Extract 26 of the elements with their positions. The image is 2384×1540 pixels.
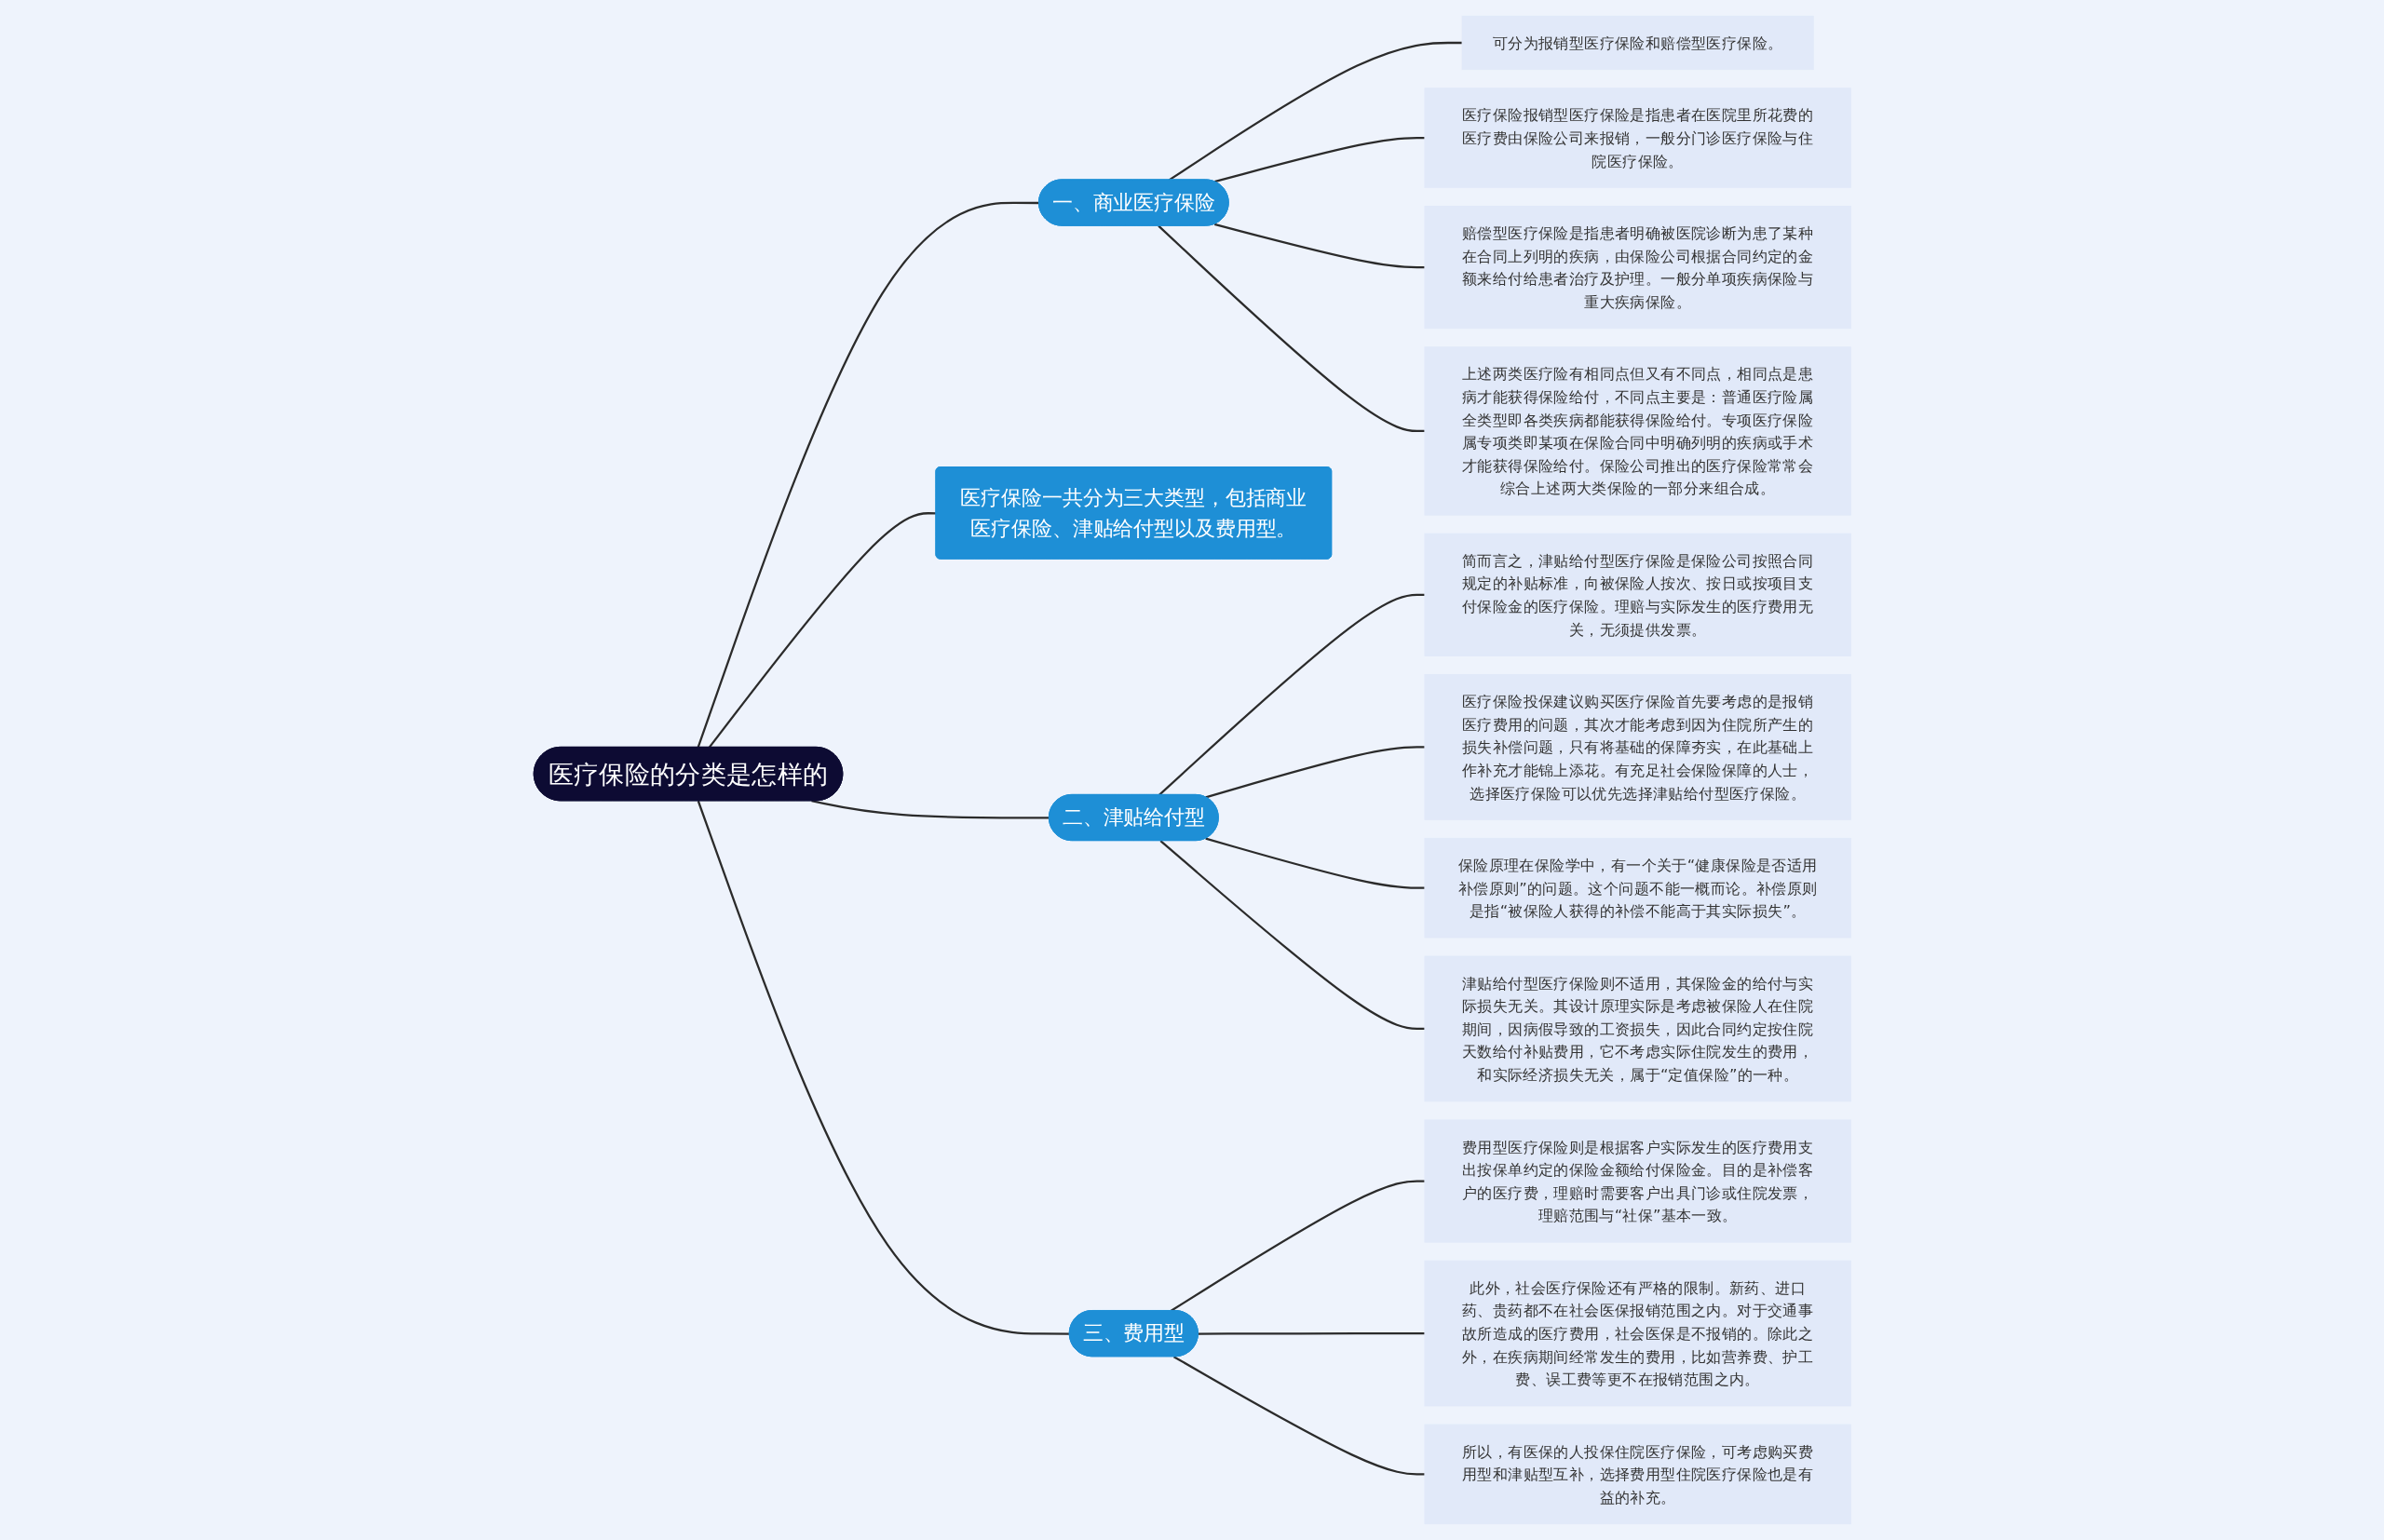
node-box: 简而言之，津贴给付型医疗保险是保险公司按照合同规定的补贴标准，向被保险人按次、按日或按项目支付保险金的医疗保险。理赔与实际发生的医疗费用无关，无须提供发票。 <box>1424 533 1851 656</box>
connector <box>810 800 1050 819</box>
connector <box>1168 41 1462 182</box>
connector <box>1170 1180 1425 1312</box>
connector <box>708 512 937 749</box>
node-box: 所以，有医保的人投保住院医疗保险，可考虑购买费用型和津贴型互补，选择费用型住院医疗保险也是有益的补充。 <box>1424 1424 1851 1525</box>
connector <box>1158 224 1425 433</box>
node-box: 上述两类医疗险有相同点但又有不同点，相同点是患病才能获得保险给付，不同点主要是：普通医疗险属全类型即各类疾病都能获得保险给付。专项医疗保险属专项类即某项在保险合同中明确列明的疾病或手术才能获得保险给付。保险公司推出的医疗保险常常会综合上述两大类保险的一部分来组合成。 <box>1424 346 1851 516</box>
connector <box>1213 136 1425 183</box>
node-box: 医疗保险投保建议购买医疗保险首先要考虑的是报销医疗费用的问题，其次才能考虑到因为住院所产生的损失补偿问题，只有将基础的保障夯实，在此基础上作补充才能锦上添花。有充足社会保险保障的人士，选择医疗保险可以优先选择津贴给付型医疗保险。 <box>1424 674 1851 820</box>
connector <box>697 201 1039 749</box>
node-box: 可分为报销型医疗保险和赔偿型医疗保险。 <box>1461 15 1814 71</box>
connector <box>1172 1356 1425 1476</box>
connector <box>1159 840 1425 1031</box>
node-box: 津贴给付型医疗保险则不适用，其保险金的给付与实际损失无关。其设计原理实际是考虑被保险人在住院期间，因病假导致的工资损失，因此合同约定按住院天数给付补贴费用，它不考虑实际住院发生的费用，和实际经济损失无关，属于“定值保险”的一种。 <box>1424 955 1851 1102</box>
connector <box>1205 746 1425 799</box>
connector <box>1158 593 1425 796</box>
node-box: 保险原理在保险学中，有一个关于“健康保险是否适用补偿原则”的问题。这个问题不能一概而论。补偿原则是指“被保险人获得的补偿不能高于其实际损失”。 <box>1424 837 1851 939</box>
node-box: 医疗保险报销型医疗保险是指患者在医院里所花费的医疗费由保险公司来报销，一般分门诊医疗保险与住院医疗保险。 <box>1424 88 1851 188</box>
node-box: 赔偿型医疗保险是指患者明确被医院诊断为患了某种在合同上列明的疾病，由保险公司根据合同约定的金额来给付给患者治疗及护理。一般分单项疾病保险与重大疾病保险。 <box>1424 205 1851 330</box>
connector <box>697 800 1070 1335</box>
node-box: 此外，社会医疗保险还有严格的限制。新药、进口药、贵药都不在社会医保报销范围之内。对于交通事故所造成的医疗费用，社会医保是不报销的。除此之外，在疾病期间经常发生的费用，比如营养费、护工费、误工费等更不在报销范围之内。 <box>1424 1260 1851 1407</box>
connector <box>1205 837 1425 889</box>
node-box: 费用型医疗保险则是根据客户实际发生的医疗费用支出按保单约定的保险金额给付保险金。目的是补偿客户的医疗费，理赔时需要客户出具门诊或住院发票，理赔范围与“社保”基本一致。 <box>1424 1119 1851 1243</box>
connector <box>1198 1331 1425 1335</box>
connector <box>1213 223 1425 269</box>
